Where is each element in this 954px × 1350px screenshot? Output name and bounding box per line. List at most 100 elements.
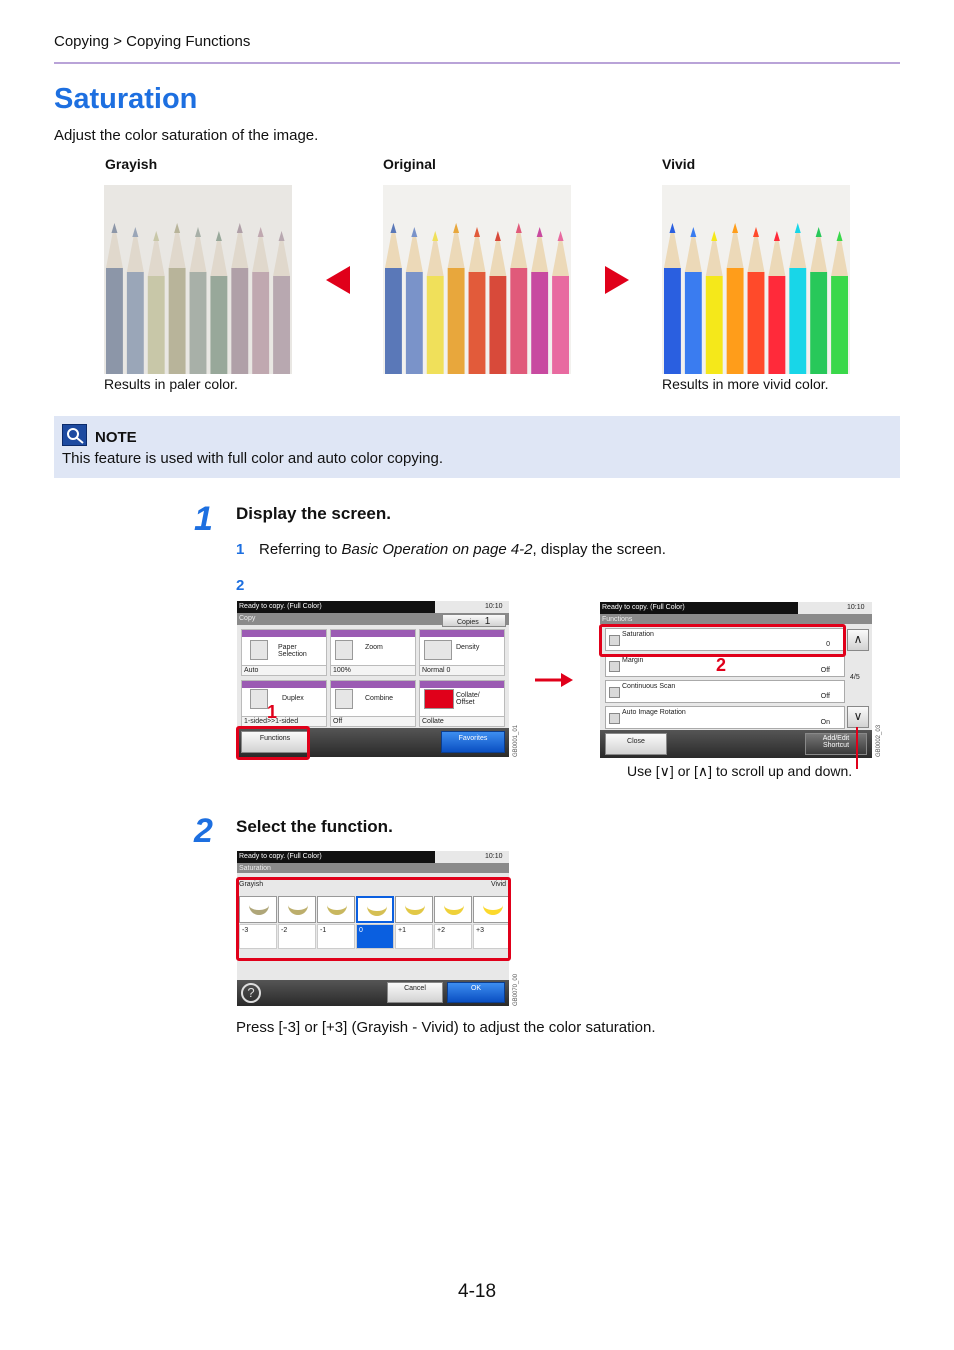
pencil-lead xyxy=(153,231,160,241)
ok-button[interactable]: OK xyxy=(447,982,505,1003)
pencil-lead xyxy=(536,227,543,237)
vivid-caption: Results in more vivid color. xyxy=(662,376,829,392)
grayish-caption: Results in paler color. xyxy=(104,376,238,392)
pencil-body xyxy=(810,272,828,374)
combine-icon xyxy=(335,689,353,709)
pencil-lead xyxy=(257,227,264,237)
saturation-level-button[interactable]: +2 xyxy=(434,924,472,949)
pencil-tip xyxy=(147,231,165,276)
saturation-level-button[interactable]: +3 xyxy=(473,924,509,949)
note-text: This feature is used with full color and… xyxy=(62,450,444,467)
pencil-lead xyxy=(836,231,843,241)
pencil-body xyxy=(726,268,744,374)
pencil-body xyxy=(447,268,465,374)
pencil-lead xyxy=(236,223,243,233)
pencil-body xyxy=(273,276,290,374)
scroll-down-button[interactable]: ∨ xyxy=(847,706,869,728)
pencil-tip xyxy=(426,231,444,276)
saturation-clock: 10:10 xyxy=(485,853,503,860)
collate-icon xyxy=(424,689,454,709)
pencil-body xyxy=(531,272,549,374)
pencil-lead xyxy=(174,223,181,233)
substep-2-number: 2 xyxy=(236,577,245,594)
grayish-sample-image xyxy=(104,185,292,374)
scroll-up-button[interactable]: ∧ xyxy=(847,629,869,651)
pencil-tip xyxy=(385,223,402,268)
callout-1: 1 xyxy=(267,702,278,722)
saturation-icon xyxy=(609,635,620,646)
pencil-body xyxy=(705,276,723,374)
pencil-lead xyxy=(794,223,801,233)
pencil-body xyxy=(747,272,765,374)
pencil-tip xyxy=(273,231,290,276)
pencil-tip xyxy=(489,231,507,276)
left-arrow-icon xyxy=(326,266,350,294)
banana-icon xyxy=(483,904,503,915)
saturation-level-button[interactable]: -1 xyxy=(317,924,355,949)
pencil-tip xyxy=(552,231,569,276)
pencil-body xyxy=(231,268,249,374)
pencil-body xyxy=(789,268,807,374)
rotation-icon xyxy=(609,713,620,724)
pencil-body xyxy=(189,272,207,374)
pencil-tip xyxy=(447,223,465,268)
chevron-down-icon: ∨ xyxy=(853,709,863,723)
reference-link[interactable]: Basic Operation on page 4-2 xyxy=(341,541,533,558)
saturation-level-button[interactable]: 0 xyxy=(356,924,394,949)
saturation-level-image[interactable] xyxy=(434,896,472,923)
saturation-level-button[interactable]: -3 xyxy=(239,924,277,949)
grayish-label: Grayish xyxy=(239,881,264,888)
copy-screen-code: GB0001_01 xyxy=(513,724,519,757)
pencil-tip xyxy=(789,223,807,268)
add-edit-shortcut-button[interactable]: Add/Edit Shortcut xyxy=(805,733,867,755)
page-indicator: 4/5 xyxy=(850,674,860,681)
pencil-body xyxy=(106,268,123,374)
chevron-up-icon: ∧ xyxy=(853,632,863,646)
close-button[interactable]: Close xyxy=(605,733,667,755)
saturation-level-image[interactable] xyxy=(278,896,316,923)
step-1-number: 1 xyxy=(194,500,213,538)
banana-icon xyxy=(288,904,308,915)
pencil-body xyxy=(126,272,144,374)
pencil-body xyxy=(147,276,165,374)
pencil-body xyxy=(405,272,423,374)
pencil-tip xyxy=(210,231,228,276)
saturation-level-image[interactable] xyxy=(239,896,277,923)
vivid-heading: Vivid xyxy=(662,156,696,172)
saturation-level-image[interactable] xyxy=(395,896,433,923)
copy-tab: Copy xyxy=(237,613,509,625)
pencil-body xyxy=(831,276,848,374)
note-title: NOTE xyxy=(95,429,137,446)
press-instruction: Press [-3] or [+3] (Grayish - Vivid) to … xyxy=(236,1019,656,1036)
note-icon xyxy=(62,424,87,446)
pencil-lead xyxy=(215,231,222,241)
pencil-lead xyxy=(453,223,460,233)
vivid-label: Vivid xyxy=(491,881,507,888)
help-icon[interactable]: ? xyxy=(241,983,261,1003)
saturation-level-image[interactable] xyxy=(473,896,509,923)
pencil-lead xyxy=(432,231,439,241)
saturation-level-image[interactable] xyxy=(356,896,394,923)
banana-icon xyxy=(249,904,269,915)
pencil-lead xyxy=(669,223,676,233)
cancel-button[interactable]: Cancel xyxy=(387,982,443,1003)
copies-field[interactable]: Copies 1 xyxy=(442,614,506,627)
favorites-button[interactable]: Favorites xyxy=(441,731,505,753)
banana-icon xyxy=(367,905,387,916)
pencil-body xyxy=(664,268,681,374)
pencil-tip xyxy=(510,223,528,268)
saturation-screen: Ready to copy. (Full Color) 10:10 Satura… xyxy=(237,851,509,1006)
saturation-level-button[interactable]: +1 xyxy=(395,924,433,949)
saturation-level-image[interactable] xyxy=(317,896,355,923)
saturation-level-button[interactable]: -2 xyxy=(278,924,316,949)
pencil-lead xyxy=(111,223,118,233)
